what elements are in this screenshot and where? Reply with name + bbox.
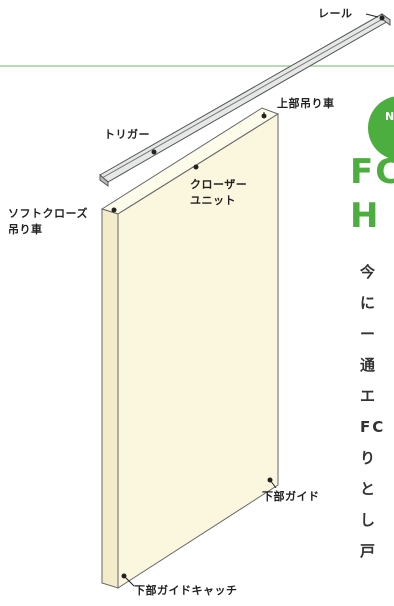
label-closer-unit-2: ユニット bbox=[190, 194, 236, 207]
title-line-2: H bbox=[350, 196, 381, 236]
body-line-9: し bbox=[360, 511, 378, 529]
body-line-2: に bbox=[360, 294, 378, 312]
feature-badge bbox=[368, 96, 394, 160]
closer-unit-dot bbox=[193, 164, 199, 170]
label-soft-close-1: ソフトクローズ bbox=[8, 207, 88, 220]
trigger-dot bbox=[151, 149, 157, 155]
rail-leader bbox=[365, 13, 379, 18]
badge-text: N bbox=[385, 110, 394, 123]
body-line-7: り bbox=[360, 449, 378, 467]
label-upper-hanger: 上部吊り車 bbox=[277, 97, 335, 110]
body-line-4: 通 bbox=[360, 356, 378, 374]
label-trigger: トリガー bbox=[104, 128, 150, 141]
label-lower-guide: 下部ガイド bbox=[262, 490, 320, 503]
rail-end-dot bbox=[379, 15, 385, 21]
label-closer-unit-1: クローザー bbox=[190, 178, 248, 191]
rail bbox=[99, 13, 391, 187]
body-line-3: ー bbox=[360, 325, 378, 343]
body-line-8: と bbox=[360, 480, 378, 498]
body-line-5: エ bbox=[360, 387, 378, 405]
catch-leader bbox=[123, 575, 135, 587]
lower-guide-leader bbox=[269, 479, 277, 489]
label-lower-guide-catch: 下部ガイドキャッチ bbox=[134, 584, 238, 597]
door-panel bbox=[100, 107, 280, 589]
soft-close-hanger-dot bbox=[111, 207, 117, 213]
body-line-10: 戸 bbox=[360, 542, 378, 560]
body-line-6: FC bbox=[360, 418, 386, 436]
body-line-1: 今 bbox=[360, 263, 378, 281]
label-rail: レール bbox=[318, 7, 353, 20]
label-soft-close-2: 吊り車 bbox=[8, 223, 43, 236]
title-line-1: FC bbox=[350, 152, 394, 192]
